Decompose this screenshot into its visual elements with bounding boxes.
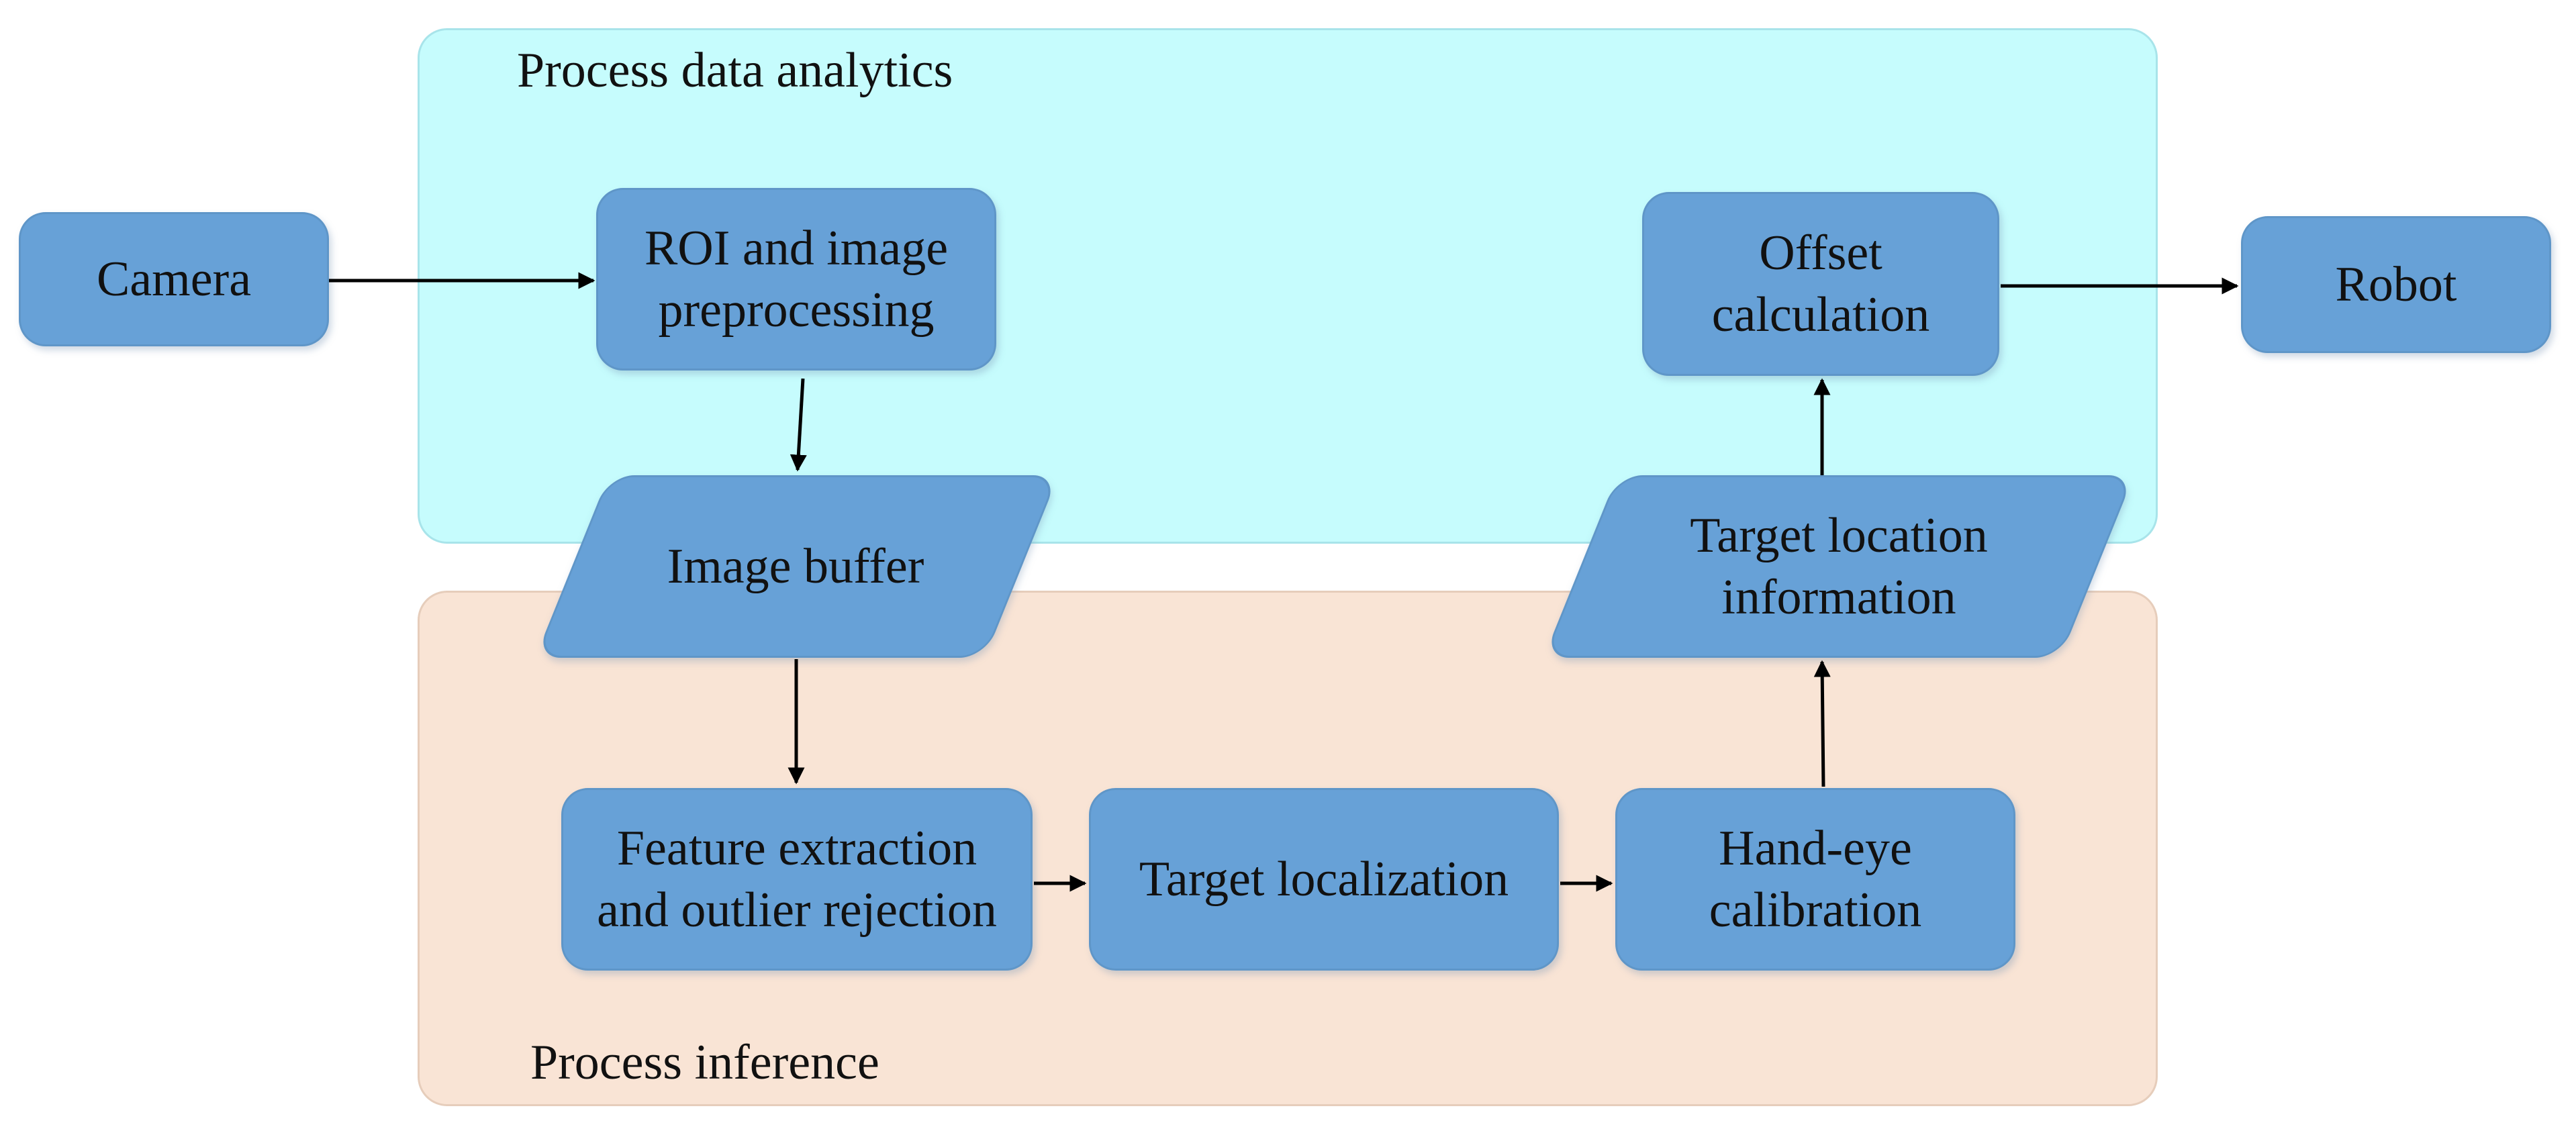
camera-node-label: Camera bbox=[96, 252, 252, 307]
feature-extraction-node: Feature extraction and outlier rejection bbox=[561, 788, 1033, 971]
target-location-information-node-label: Target location information bbox=[1690, 508, 1988, 625]
hand-eye-calibration-node: Hand-eye calibration bbox=[1615, 788, 2015, 971]
offset-calculation-node: Offset calculation bbox=[1642, 192, 1999, 376]
offset-calculation-node-label: Offset calculation bbox=[1711, 226, 1930, 342]
image-buffer-node-label: Image buffer bbox=[667, 539, 924, 594]
feature-extraction-node-label: Feature extraction and outlier rejection bbox=[597, 821, 997, 938]
roi-preprocessing-node: ROI and image preprocessing bbox=[596, 188, 996, 371]
target-localization-node: Target localization bbox=[1089, 788, 1559, 971]
process-data-analytics-label: Process data analytics bbox=[517, 43, 953, 98]
robot-node-label: Robot bbox=[2335, 257, 2457, 312]
image-buffer-text: Image buffer bbox=[537, 475, 1054, 658]
roi-preprocessing-node-label: ROI and image preprocessing bbox=[644, 221, 949, 338]
process-inference-label: Process inference bbox=[530, 1035, 879, 1090]
hand-eye-calibration-node-label: Hand-eye calibration bbox=[1709, 821, 1922, 938]
camera-node: Camera bbox=[19, 212, 329, 346]
target-location-information-text: Target location information bbox=[1540, 475, 2138, 658]
robot-node: Robot bbox=[2241, 216, 2551, 353]
target-localization-node-label: Target localization bbox=[1139, 852, 1509, 907]
